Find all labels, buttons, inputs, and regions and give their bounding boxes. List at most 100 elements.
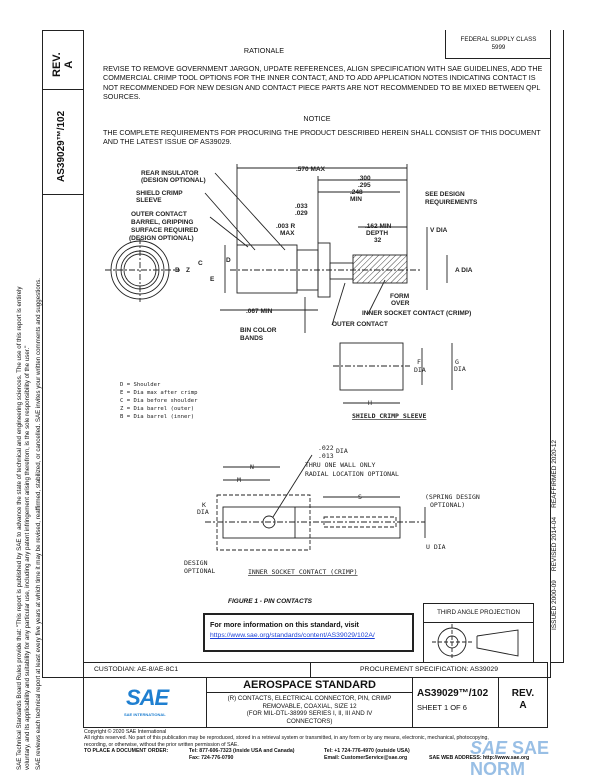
- legend-b: B = Dia barrel (inner): [120, 414, 194, 420]
- tel-intl: Tel: +1 724-776-4970 (outside USA): [324, 748, 410, 755]
- form-over-2: OVER: [391, 300, 410, 307]
- label-shield-crimp: SHIELD CRIMP: [136, 190, 183, 197]
- info-box: For more information on this standard, v…: [203, 613, 414, 652]
- dim-248: .248: [350, 189, 363, 196]
- dim-n: N: [250, 463, 254, 471]
- label-outer-barrel-3: SURFACE REQUIRED: [131, 227, 198, 234]
- rights-2: recording, or otherwise, without the pri…: [84, 741, 239, 748]
- fax: Fax: 724-776-0790: [189, 755, 234, 762]
- socket-title: INNER SOCKET CONTACT (CRIMP): [248, 568, 358, 576]
- watermark-text: SAE NORM: [470, 738, 550, 779]
- projection-title: THIRD ANGLE PROJECTION: [437, 609, 520, 616]
- footer: Copyright © 2020 SAE International All r…: [84, 729, 554, 762]
- rights: All rights reserved. No part of this pub…: [84, 735, 489, 742]
- hole-dia: DIA: [336, 447, 348, 455]
- watermark: SAE SAE NORM: [470, 738, 600, 780]
- rev-block: REV. A: [498, 677, 548, 728]
- email: Email: CustomerService@sae.org: [324, 755, 408, 762]
- rationale-heading: RATIONALE: [243, 46, 285, 55]
- rationale-text: REVISE TO REMOVE GOVERNMENT JARGON, UPDA…: [103, 64, 543, 102]
- legend-e: E = Dia max after crimp: [120, 390, 198, 396]
- rev-value-block: A: [519, 700, 527, 711]
- aerospace-standard-heading: AEROSPACE STANDARD: [207, 678, 412, 693]
- notice-text: THE COMPLETE REQUIREMENTS FOR PROCURING …: [103, 128, 541, 147]
- sheet-number: SHEET 1 OF 6: [417, 703, 467, 712]
- dim-003-max: MAX: [280, 230, 295, 237]
- inner-socket-body: [222, 506, 401, 539]
- g-dia-1: G: [455, 358, 459, 366]
- figure-caption: FIGURE 1 - PIN CONTACTS: [227, 598, 313, 605]
- see-design-2: REQUIREMENTS: [425, 199, 478, 206]
- dim-s: S: [358, 493, 362, 501]
- federal-supply-box: FEDERAL SUPPLY CLASS 5999: [445, 30, 551, 59]
- doc-number-block: AS39029™/102 SHEET 1 OF 6: [412, 677, 499, 728]
- watermark-sae-logo: SAE: [470, 738, 508, 758]
- projection-title-box: THIRD ANGLE PROJECTION: [423, 603, 534, 623]
- spring-1: (SPRING DESIGN: [425, 493, 480, 501]
- legend-c: C = Dia before shoulder: [120, 398, 198, 404]
- custodian-box: CUSTODIAN: AE-8/AE-8C1: [83, 662, 311, 678]
- design-optional-outline: [216, 494, 311, 551]
- g-dia-2: DIA: [454, 365, 466, 373]
- title-desc-2: REMOVABLE, COAXIAL, SIZE 12: [262, 702, 357, 710]
- dim-033: .033: [295, 203, 308, 210]
- see-design-1: SEE DESIGN: [425, 191, 465, 198]
- label-outer-barrel-4: (DESIGN OPTIONAL): [129, 235, 194, 242]
- procurement-spec: PROCUREMENT SPECIFICATION: AS39029: [360, 666, 498, 673]
- k-dia-2: DIA: [197, 508, 209, 516]
- f-dia-1: F: [417, 358, 421, 366]
- dim-067: .067 MIN: [246, 308, 273, 315]
- dim-m: M: [237, 476, 241, 484]
- label-outer-barrel-1: OUTER CONTACT: [131, 211, 187, 218]
- label-rear-insulator-2: (DESIGN OPTIONAL): [141, 177, 206, 184]
- dim-c: C: [198, 260, 203, 267]
- dim-295: .295: [358, 182, 371, 189]
- federal-supply-class: 5999: [491, 44, 506, 51]
- custodian: CUSTODIAN: AE-8/AE-8C1: [94, 666, 179, 673]
- label-outer-contact: OUTER CONTACT: [332, 321, 388, 328]
- web-address: SAE WEB ADDRESS: http://www.sae.org: [429, 755, 530, 762]
- u-dia: U DIA: [426, 543, 446, 551]
- federal-supply-label: FEDERAL SUPPLY CLASS: [460, 36, 537, 43]
- form-over-1: FORM: [390, 293, 409, 300]
- title-box: AEROSPACE STANDARD (R) CONTACTS, ELECTRI…: [206, 677, 413, 728]
- standard-link[interactable]: https://www.sae.org/standards/content/AS…: [210, 632, 375, 639]
- sae-logo: SAE: [126, 685, 169, 710]
- design-optional-2: OPTIONAL: [184, 567, 215, 575]
- dim-min: MIN: [350, 196, 362, 203]
- label-inner-socket: INNER SOCKET CONTACT (CRIMP): [362, 310, 471, 317]
- inner-socket-side: [352, 254, 408, 284]
- design-optional-1: DESIGN: [184, 559, 208, 567]
- dim-depth: DEPTH: [366, 230, 388, 237]
- dim-570: .570 MAX: [296, 166, 326, 173]
- procurement-box: PROCUREMENT SPECIFICATION: AS39029: [310, 662, 548, 678]
- dim-013: .013: [318, 452, 334, 460]
- label-outer-barrel-2: BARREL, GRIPPING: [131, 219, 193, 226]
- sae-logo-subtitle: SAE INTERNATIONAL: [124, 712, 166, 717]
- sleeve-title: SHIELD CRIMP SLEEVE: [352, 412, 426, 420]
- label-rear-insulator: REAR INSULATOR: [141, 170, 199, 177]
- dim-e: E: [210, 276, 215, 283]
- logo-box: SAE SAE INTERNATIONAL: [83, 677, 207, 728]
- dim-z: Z: [186, 267, 190, 274]
- dim-b: B: [175, 267, 180, 274]
- legend-d: D = Shoulder: [120, 382, 161, 388]
- notice-heading: NOTICE: [303, 114, 331, 123]
- title-desc-3: (FOR MIL-DTL-38999 SERIES I, II, III AND…: [246, 710, 373, 717]
- k-dia-1: K: [202, 501, 206, 509]
- info-text: For more information on this standard, v…: [210, 620, 359, 629]
- spring-2: OPTIONAL): [430, 501, 465, 509]
- tel-us: Tel: 877-606-7323 (inside USA and Canada…: [189, 748, 295, 755]
- shield-crimp-sleeve-side: [236, 244, 298, 294]
- dim-022: .022: [318, 444, 334, 452]
- bin-color-1: BIN COLOR: [240, 327, 277, 334]
- doc-number: AS39029™/102: [417, 688, 489, 699]
- history-strip: [550, 30, 564, 663]
- thru-wall-2: RADIAL LOCATION OPTIONAL: [305, 470, 399, 478]
- title-desc-4: CONNECTORS): [286, 717, 333, 725]
- dim-029: .029: [295, 210, 308, 217]
- shield-crimp-sleeve-view: [339, 342, 404, 391]
- label-shield-crimp-2: SLEEVE: [136, 197, 162, 204]
- surface-finish: 32: [374, 237, 382, 244]
